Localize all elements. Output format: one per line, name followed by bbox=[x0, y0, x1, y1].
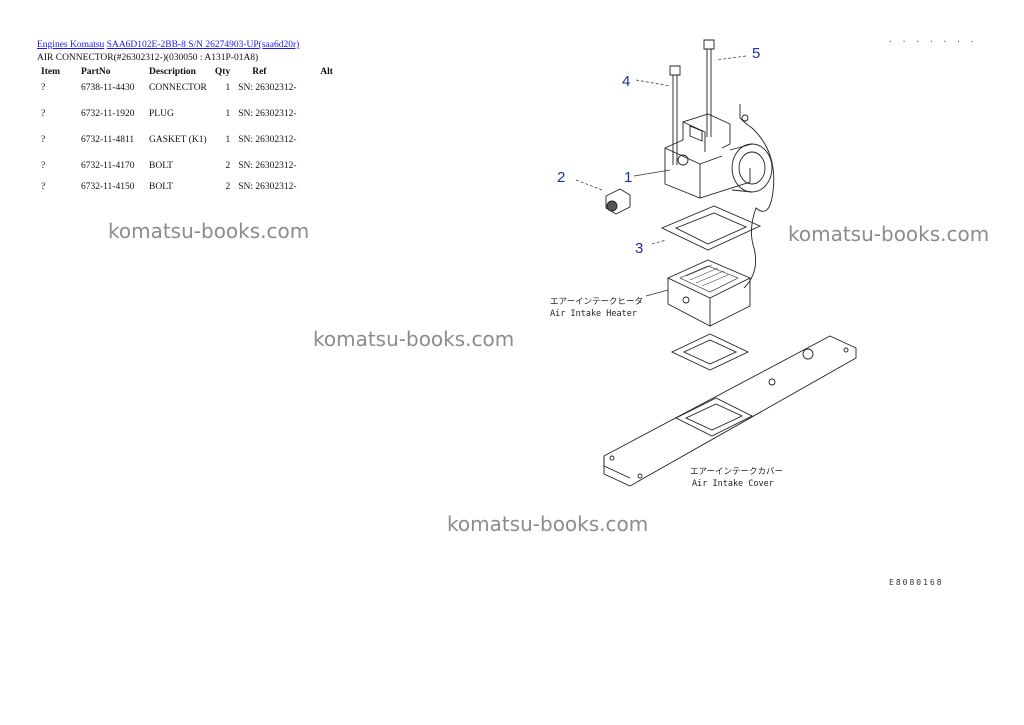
cell-description: BOLT bbox=[149, 161, 173, 171]
callout-5: 5 bbox=[752, 45, 760, 62]
cell-partno: 6732-11-4170 bbox=[81, 161, 135, 171]
page-subtitle: AIR CONNECTOR(#26302312-)(030050 : A131P… bbox=[37, 53, 259, 63]
cell-partno: 6738-11-4430 bbox=[81, 83, 135, 93]
watermark: komatsu-books.com bbox=[108, 219, 310, 243]
table-row: ? 6732-11-4150 BOLT 2 SN: 26302312- bbox=[37, 182, 344, 208]
cell-description: GASKET (K1) bbox=[149, 135, 207, 145]
gasket-lower-drawing bbox=[670, 333, 750, 371]
watermark: komatsu-books.com bbox=[788, 222, 990, 246]
callout-1: 1 bbox=[624, 169, 632, 186]
table-row: ? 6732-11-4170 BOLT 2 SN: 26302312- bbox=[37, 161, 344, 182]
parts-table: Item PartNo Description Qty Ref Alt ? 67… bbox=[37, 66, 344, 208]
cell-partno: 6732-11-4150 bbox=[81, 182, 135, 192]
cell-ref: SN: 26302312- bbox=[238, 83, 297, 93]
cell-item: ? bbox=[41, 135, 46, 145]
bolt-4-drawing bbox=[669, 65, 681, 165]
bolt-5-drawing bbox=[703, 39, 715, 137]
corner-mark: . . . . . . . bbox=[888, 35, 977, 44]
callout-3: 3 bbox=[635, 240, 643, 257]
header-item: Item bbox=[41, 67, 60, 77]
breadcrumb-link-model[interactable]: SAA6D102E-2BB-8 S/N 26274903-UP(saa6d20r… bbox=[106, 40, 300, 50]
heater-wire-drawing bbox=[739, 104, 775, 289]
cell-qty: 2 bbox=[225, 182, 231, 192]
cell-description: PLUG bbox=[149, 109, 174, 119]
cell-qty: 2 bbox=[225, 161, 231, 171]
watermark: komatsu-books.com bbox=[313, 327, 515, 351]
table-row: ? 6738-11-4430 CONNECTOR 1 SN: 26302312- bbox=[37, 83, 344, 109]
cell-item: ? bbox=[41, 83, 46, 93]
cell-qty: 1 bbox=[225, 135, 231, 145]
cell-description: BOLT bbox=[149, 182, 173, 192]
cell-item: ? bbox=[41, 161, 46, 171]
cell-description: CONNECTOR bbox=[149, 83, 207, 93]
plug-drawing bbox=[605, 188, 631, 215]
cell-partno: 6732-11-4811 bbox=[81, 135, 135, 145]
heater-label-jp: エアーインテークヒータ bbox=[550, 297, 643, 307]
header-description: Description bbox=[149, 67, 196, 77]
leader-lines bbox=[575, 55, 747, 297]
cell-ref: SN: 26302312- bbox=[238, 109, 297, 119]
cell-qty: 1 bbox=[225, 83, 231, 93]
watermark: komatsu-books.com bbox=[447, 512, 649, 536]
cover-label-jp: エアーインテークカバー bbox=[690, 467, 783, 477]
drawing-code: E8080168 bbox=[889, 578, 944, 587]
cell-ref: SN: 26302312- bbox=[238, 161, 297, 171]
heater-label-en: Air Intake Heater bbox=[550, 309, 637, 319]
cell-ref: SN: 26302312- bbox=[238, 135, 297, 145]
wire-terminal-drawing bbox=[741, 114, 749, 122]
cell-qty: 1 bbox=[225, 109, 231, 119]
header-qty: Qty bbox=[214, 67, 231, 77]
cell-ref: SN: 26302312- bbox=[238, 182, 297, 192]
cover-label-en: Air Intake Cover bbox=[692, 479, 774, 489]
cell-item: ? bbox=[41, 182, 46, 192]
breadcrumb-link-engines[interactable]: Engines Komatsu bbox=[37, 40, 105, 50]
cell-item: ? bbox=[41, 109, 46, 119]
table-header-row: Item PartNo Description Qty Ref Alt bbox=[37, 66, 344, 83]
table-row: ? 6732-11-4811 GASKET (K1) 1 SN: 2630231… bbox=[37, 135, 344, 161]
breadcrumb: Engines Komatsu SAA6D102E-2BB-8 S/N 2627… bbox=[37, 40, 299, 50]
air-intake-cover-drawing bbox=[603, 335, 857, 487]
header-ref: Ref bbox=[252, 67, 267, 77]
air-connector-drawing bbox=[664, 113, 773, 199]
air-intake-heater-drawing bbox=[666, 259, 752, 327]
gasket-upper-drawing bbox=[660, 205, 762, 251]
callout-4: 4 bbox=[622, 73, 630, 90]
cell-partno: 6732-11-1920 bbox=[81, 109, 135, 119]
table-row: ? 6732-11-1920 PLUG 1 SN: 26302312- bbox=[37, 109, 344, 135]
header-alt: Alt bbox=[320, 67, 333, 77]
header-partno: PartNo bbox=[81, 67, 111, 77]
callout-2: 2 bbox=[557, 169, 565, 186]
